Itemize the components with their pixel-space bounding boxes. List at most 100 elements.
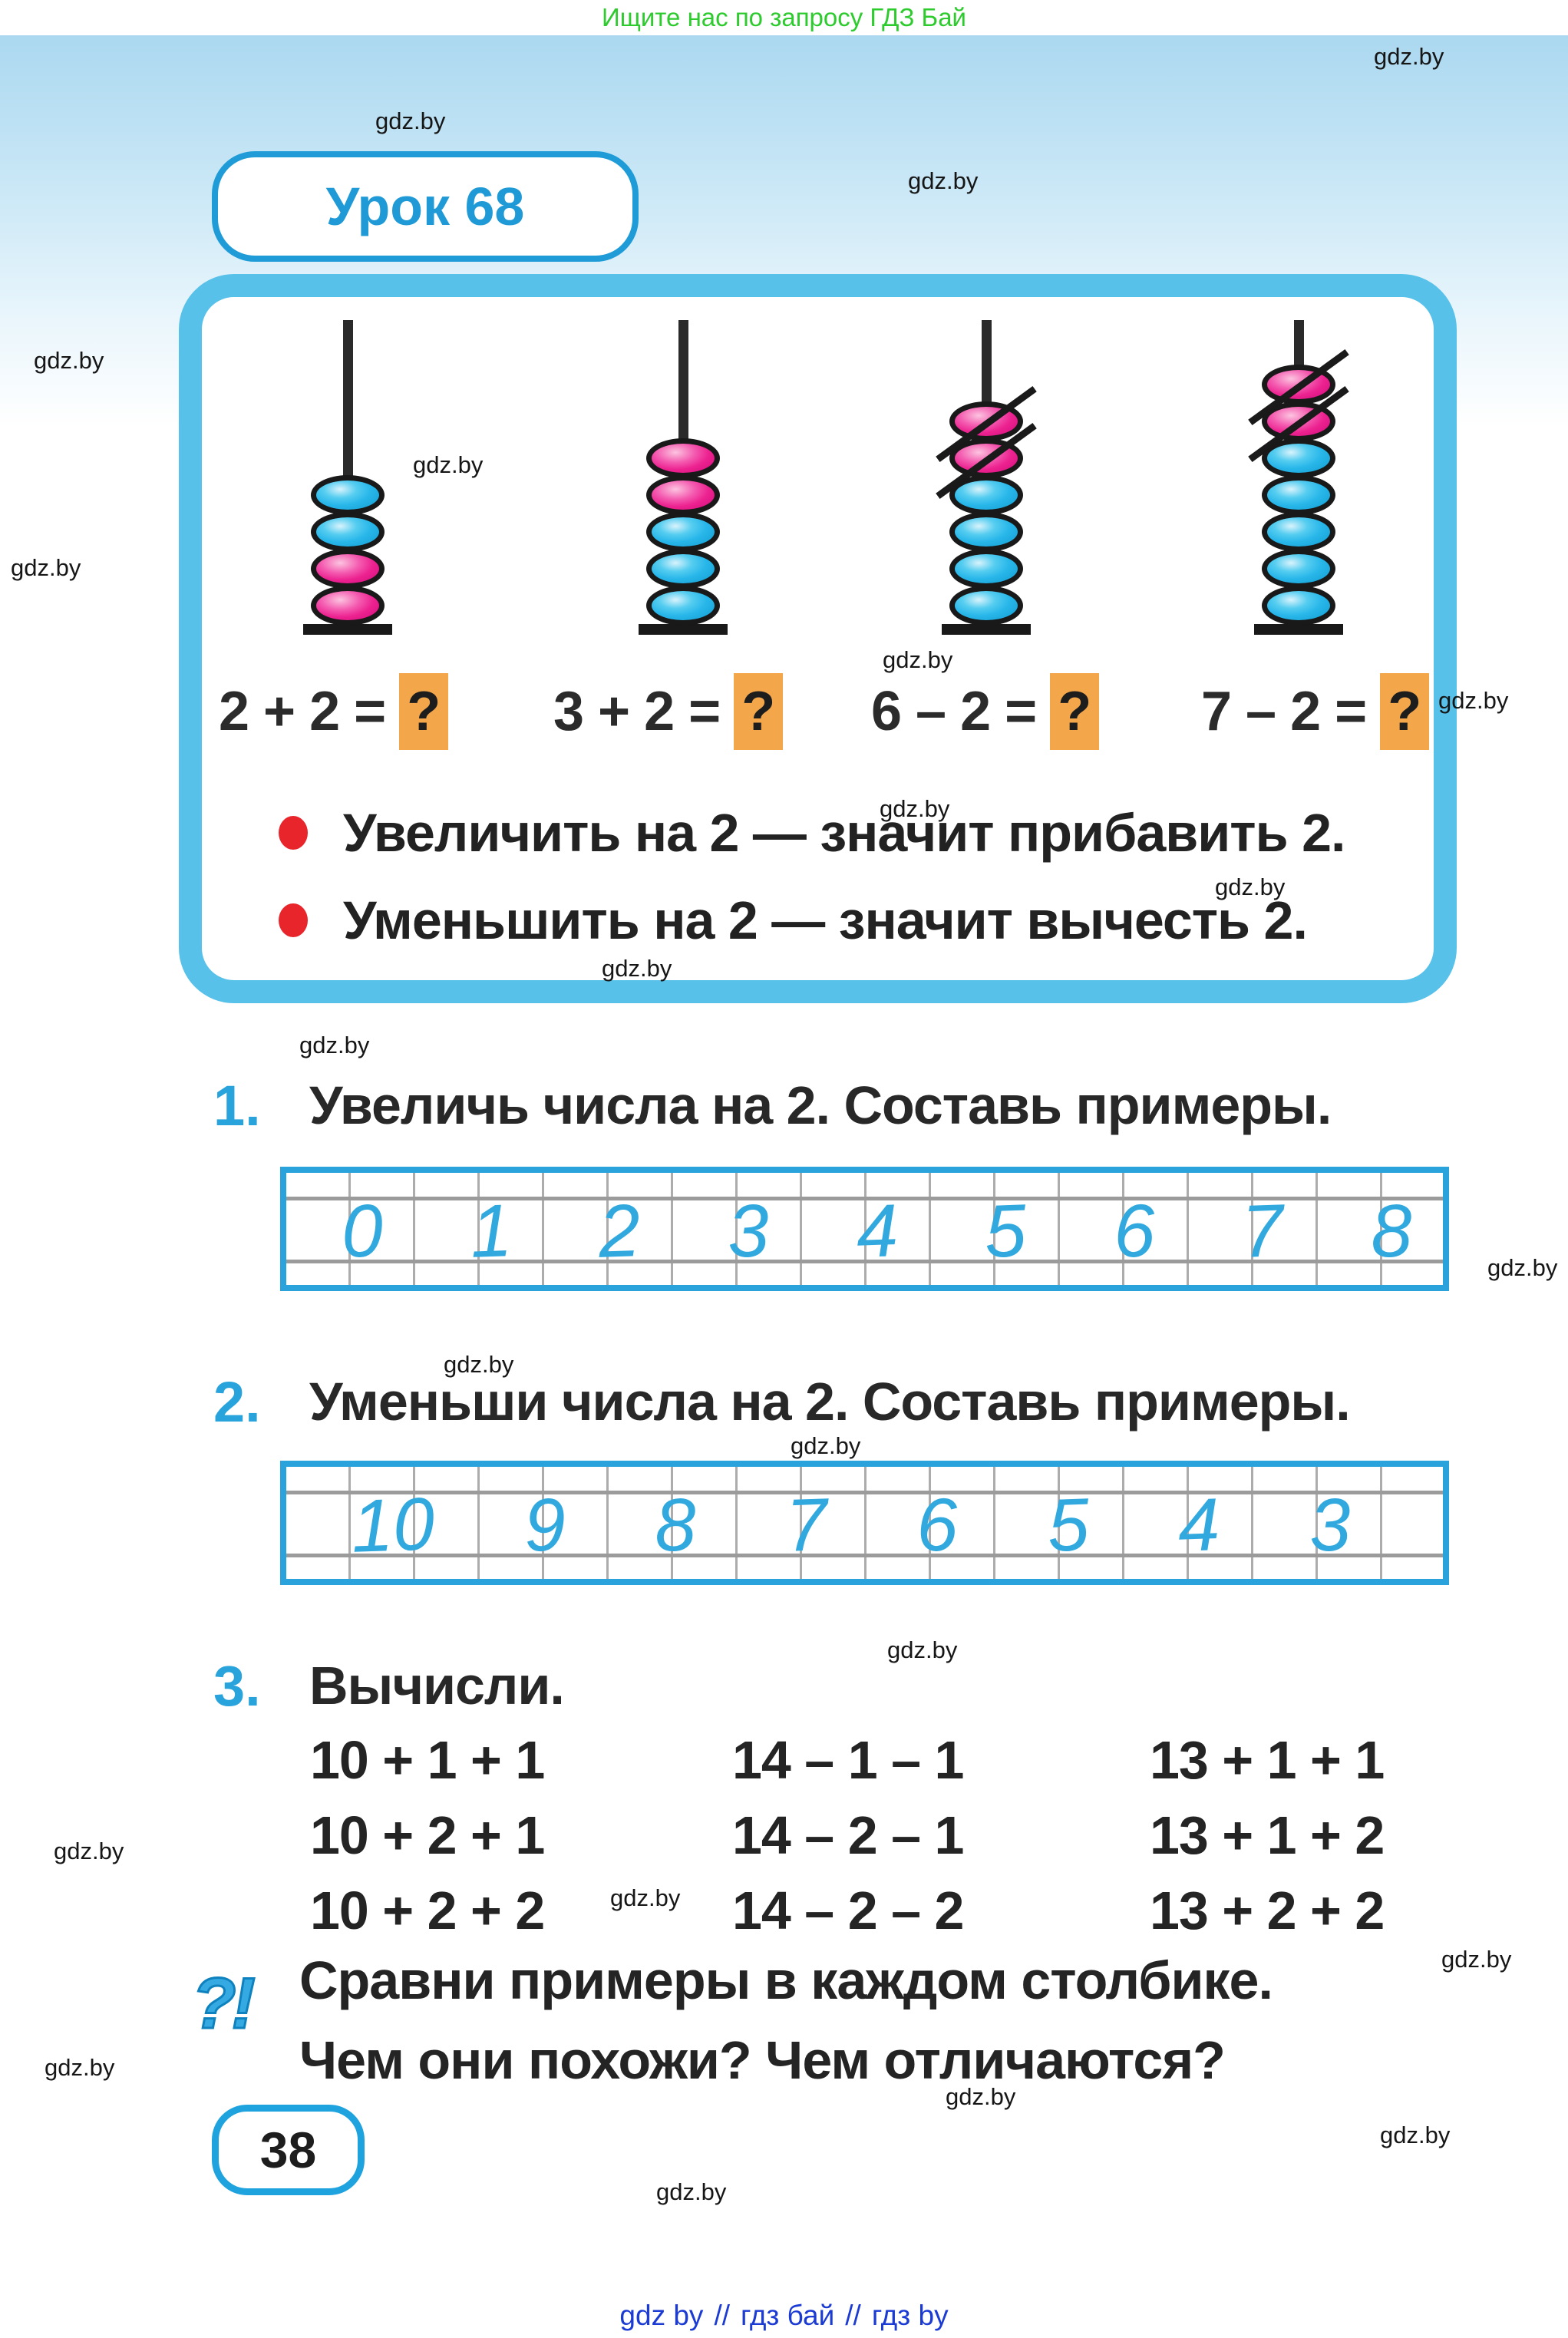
blue-bead — [646, 549, 720, 589]
compare-question-line-1: Сравни примеры в каждом столбике. — [299, 1950, 1273, 2010]
watermark: gdz.by — [54, 1838, 124, 1864]
pink-bead-crossed — [936, 386, 1037, 462]
abacus-base — [303, 624, 392, 635]
expression-col3-row2: 13 + 1 + 2 — [1150, 1805, 1385, 1865]
watermark: gdz.by — [946, 2083, 1016, 2110]
watermark: gdz.by — [1441, 1946, 1512, 1973]
blue-bead — [1262, 512, 1335, 552]
blue-bead — [1262, 475, 1335, 515]
footer-link-1[interactable]: gdz by — [619, 2300, 704, 2331]
rule-text: Увеличить на 2 — значит прибавить 2. — [343, 803, 1345, 863]
abacus-4 — [1237, 320, 1360, 635]
watermark: gdz.by — [887, 1636, 958, 1663]
blue-bead — [1262, 438, 1335, 478]
grid-line — [286, 1260, 1443, 1263]
grid-line — [286, 1554, 1443, 1557]
promo-banner: Ищите нас по запросу ГДЗ Бай — [0, 0, 1568, 35]
grid-line — [286, 1491, 1443, 1494]
page-number: 38 — [259, 2122, 317, 2178]
expression-col2-row1: 14 – 1 – 1 — [732, 1730, 964, 1790]
footer-separator: // — [845, 2300, 861, 2331]
blue-bead — [949, 586, 1023, 626]
footer-link-2[interactable]: гдз бай — [741, 2300, 835, 2331]
handwritten-digit: 9 — [522, 1482, 567, 1567]
exercise-2-number: 2. — [213, 1370, 261, 1434]
watermark: gdz.by — [602, 955, 672, 982]
blue-bead — [949, 549, 1023, 589]
abacus-base — [942, 624, 1031, 635]
blue-bead — [311, 512, 385, 552]
watermark: gdz.by — [1215, 873, 1286, 900]
abacus-rod — [342, 320, 353, 478]
abacus-1 — [286, 320, 409, 635]
expression-col2-row3: 14 – 2 – 2 — [732, 1881, 964, 1940]
rule-text: Уменьшить на 2 — значит вычесть 2. — [343, 890, 1308, 950]
question-exclamation-icon: ?! — [191, 1962, 257, 2045]
watermark: gdz.by — [1487, 1254, 1558, 1281]
blue-bead — [311, 475, 385, 515]
watermark: gdz.by — [1374, 43, 1444, 70]
blue-bead — [1262, 586, 1335, 626]
exercise-3-title: Вычисли. — [309, 1656, 565, 1716]
equation-4: 7 – 2 =? — [1201, 673, 1430, 750]
handwritten-digit: 7 — [1240, 1188, 1286, 1273]
equation-expression: 6 – 2 = — [871, 681, 1037, 742]
footer-separator: // — [714, 2300, 730, 2331]
equation-answer-placeholder: ? — [1380, 673, 1430, 750]
handwritten-digit: 4 — [1177, 1482, 1222, 1567]
expression-col3-row3: 13 + 2 + 2 — [1150, 1881, 1385, 1940]
watermark: gdz.by — [444, 1351, 514, 1378]
abacus-2 — [622, 320, 744, 635]
footer-link-3[interactable]: гдз by — [871, 2300, 949, 2331]
handwritten-digit: 8 — [1369, 1188, 1414, 1273]
handwritten-digit: 6 — [1111, 1188, 1157, 1273]
expression-col1-row2: 10 + 2 + 1 — [310, 1805, 545, 1865]
handwritten-digit: 1 — [468, 1188, 513, 1273]
handwritten-digit: 3 — [725, 1188, 771, 1273]
watermark: gdz.by — [908, 167, 979, 194]
exercise-3-number: 3. — [213, 1654, 261, 1718]
watermark: gdz.by — [883, 646, 953, 673]
blue-bead — [949, 475, 1023, 515]
expression-col3-row1: 13 + 1 + 1 — [1150, 1730, 1385, 1790]
handwritten-digit: 8 — [653, 1482, 698, 1567]
abacus-3 — [925, 320, 1048, 635]
watermark: gdz.by — [413, 451, 484, 478]
watermark: gdz.by — [610, 1884, 681, 1911]
pink-bead-crossed — [1248, 386, 1349, 462]
bullet-icon — [279, 816, 308, 850]
exercise-2-title: Уменьши числа на 2. Составь примеры. — [309, 1372, 1351, 1432]
lesson-badge: Урок 68 — [212, 151, 639, 262]
watermark: gdz.by — [656, 2178, 727, 2205]
equation-expression: 3 + 2 = — [553, 681, 721, 742]
blue-bead — [646, 586, 720, 626]
equation-expression: 2 + 2 = — [219, 681, 386, 742]
equation-expression: 7 – 2 = — [1201, 681, 1367, 742]
page-number-badge: 38 — [212, 2105, 365, 2195]
abacus-base — [1254, 624, 1343, 635]
handwritten-digit: 5 — [1045, 1482, 1091, 1567]
expression-col1-row1: 10 + 1 + 1 — [310, 1730, 545, 1790]
watermark: gdz.by — [34, 347, 104, 374]
equation-2: 3 + 2 =? — [553, 673, 784, 750]
watermark: gdz.by — [299, 1032, 370, 1058]
handwritten-digit: 7 — [784, 1482, 829, 1567]
handwritten-digit: 3 — [1308, 1482, 1352, 1567]
equation-answer-placeholder: ? — [734, 673, 784, 750]
watermark: gdz.by — [1438, 687, 1509, 714]
handwritten-digit: 5 — [983, 1188, 1028, 1273]
abacus-rod — [981, 320, 992, 405]
exercise-3-expressions: 10 + 1 + 1 14 – 1 – 1 13 + 1 + 1 10 + 2 + 1… — [310, 1722, 1423, 1948]
pink-bead-crossed — [1248, 349, 1349, 425]
compare-question-line-2: Чем они похожи? Чем отличаются? — [299, 2030, 1226, 2090]
handwritten-digit: 6 — [915, 1482, 960, 1567]
handwritten-digit: 0 — [340, 1188, 385, 1273]
abacus-base — [639, 624, 728, 635]
abacus-rod — [1293, 320, 1304, 368]
expression-col2-row2: 14 – 2 – 1 — [732, 1805, 964, 1865]
pink-bead — [646, 475, 720, 515]
